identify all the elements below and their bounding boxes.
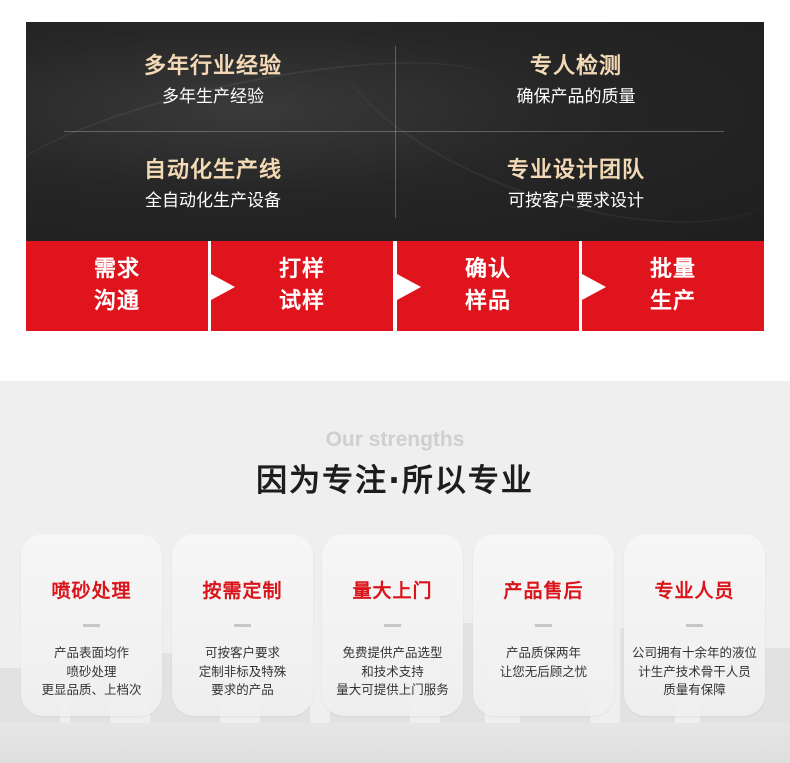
card-divider	[234, 624, 251, 627]
strength-card-onsite: 量大上门 免费提供产品选型 和技术支持 量大可提供上门服务	[322, 534, 463, 716]
features-panel: 多年行业经验 多年生产经验 专人检测 确保产品的质量 自动化生产线 全自动化生产…	[26, 22, 764, 241]
card-line: 计生产技术骨干人员	[638, 663, 751, 679]
process-steps: 需求 沟通 打样 试样 确认 样品 批量 生产	[26, 241, 764, 331]
step-label-line1: 确认	[464, 257, 511, 282]
card-divider	[384, 624, 401, 627]
card-title: 专业人员	[654, 580, 735, 602]
strength-card-after-sales: 产品售后 产品质保两年 让您无后顾之忧	[473, 534, 614, 716]
step-label-line1: 需求	[93, 257, 140, 282]
strengths-section: Our strengths 因为专注·所以专业 喷砂处理 产品表面均作 喷砂处理…	[0, 381, 790, 763]
divider-vertical	[395, 46, 396, 218]
feature-experience: 多年行业经验 多年生产经验	[63, 52, 363, 110]
step-sampling: 打样 试样	[211, 241, 393, 331]
card-description: 产品质保两年 让您无后顾之忧	[473, 644, 614, 681]
card-title: 产品售后	[503, 580, 584, 602]
strength-card-sandblasting: 喷砂处理 产品表面均作 喷砂处理 更显品质、上档次	[21, 534, 162, 716]
card-line: 公司拥有十余年的液位	[631, 645, 757, 660]
card-description: 产品表面均作 喷砂处理 更显品质、上档次	[21, 644, 162, 700]
arrow-right-icon	[397, 274, 421, 300]
section-subtitle-en: Our strengths	[325, 428, 465, 451]
card-title: 按需定制	[202, 580, 283, 602]
feature-title: 自动化生产线	[143, 158, 282, 183]
feature-design-team: 专业设计团队 可按客户要求设计	[426, 156, 726, 214]
feature-subtitle: 多年生产经验	[162, 87, 264, 107]
step-confirm-sample: 确认 样品	[397, 241, 579, 331]
card-title: 喷砂处理	[51, 580, 132, 602]
top-section: 多年行业经验 多年生产经验 专人检测 确保产品的质量 自动化生产线 全自动化生产…	[0, 0, 790, 381]
feature-title: 专业设计团队	[506, 158, 645, 183]
feature-inspection: 专人检测 确保产品的质量	[426, 52, 726, 110]
feature-subtitle: 确保产品的质量	[516, 87, 636, 107]
strength-card-custom: 按需定制 可按客户要求 定制非标及特殊 要求的产品	[172, 534, 313, 716]
card-line: 定制非标及特殊	[198, 663, 287, 679]
card-line: 更显品质、上档次	[41, 682, 142, 697]
feature-subtitle: 可按客户要求设计	[508, 191, 644, 211]
floor-background	[0, 723, 790, 763]
card-line: 让您无后顾之忧	[499, 663, 588, 679]
card-divider	[535, 624, 552, 627]
step-label-line1: 批量	[649, 257, 696, 282]
card-line: 量大可提供上门服务	[336, 682, 449, 697]
card-divider	[83, 624, 100, 627]
card-line: 产品质保两年	[505, 645, 581, 660]
card-line: 可按客户要求	[204, 645, 280, 660]
arrow-right-icon	[582, 274, 606, 300]
card-title: 量大上门	[352, 580, 433, 602]
step-mass-production: 批量 生产	[582, 241, 764, 331]
feature-subtitle: 全自动化生产设备	[145, 191, 281, 211]
card-description: 免费提供产品选型 和技术支持 量大可提供上门服务	[322, 644, 463, 700]
feature-title: 多年行业经验	[143, 54, 282, 79]
divider-horizontal	[64, 131, 724, 132]
card-description: 可按客户要求 定制非标及特殊 要求的产品	[172, 644, 313, 700]
step-label-line2: 试样	[278, 289, 325, 314]
step-label-line2: 沟通	[93, 289, 140, 314]
strength-card-staff: 专业人员 公司拥有十余年的液位 计生产技术骨干人员 质量有保障	[624, 534, 765, 716]
step-label-line2: 样品	[464, 289, 511, 314]
step-label-line1: 打样	[278, 257, 325, 282]
card-line: 质量有保障	[663, 682, 726, 697]
card-line: 喷砂处理	[66, 663, 117, 679]
card-line: 和技术支持	[361, 663, 424, 679]
card-line: 免费提供产品选型	[342, 645, 443, 660]
feature-title: 专人检测	[529, 54, 622, 79]
feature-automation: 自动化生产线 全自动化生产设备	[63, 156, 363, 214]
card-description: 公司拥有十余年的液位 计生产技术骨干人员 质量有保障	[624, 644, 765, 700]
section-title: 因为专注·所以专业	[256, 463, 534, 499]
arrow-right-icon	[211, 274, 235, 300]
step-label-line2: 生产	[649, 289, 696, 314]
step-communication: 需求 沟通	[26, 241, 208, 331]
card-line: 要求的产品	[211, 682, 274, 697]
card-line: 产品表面均作	[53, 645, 129, 660]
card-divider	[686, 624, 703, 627]
